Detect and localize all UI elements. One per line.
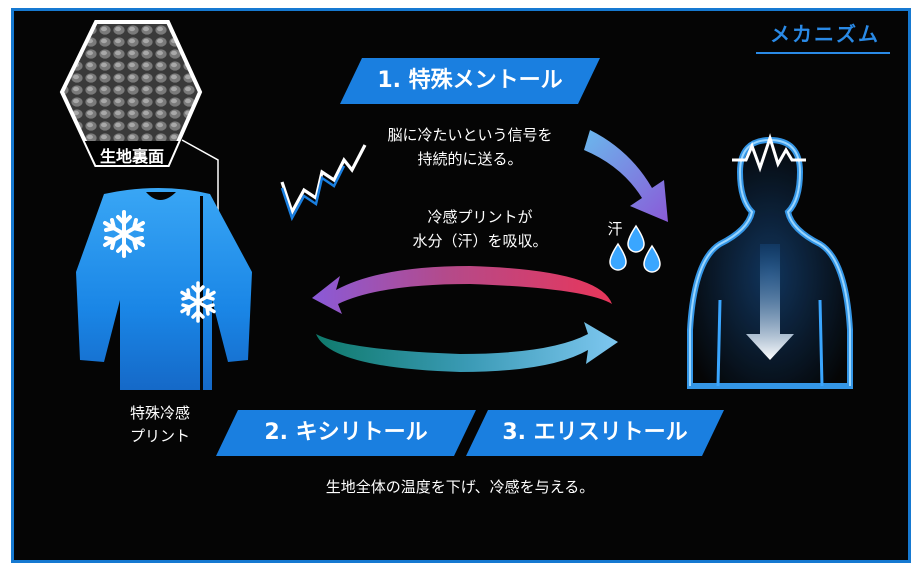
step3-label: 3. エリスリトール [502, 420, 688, 445]
sweat-label: 汗 [607, 220, 623, 238]
signal-arrow [584, 130, 668, 222]
step1-label: 1. 特殊メントール [377, 68, 563, 93]
step1-banner: 1. 特殊メントール [340, 58, 600, 104]
print-label-line2: プリント [129, 427, 190, 445]
shirt [76, 188, 252, 390]
step2-label: 2. キシリトール [264, 420, 428, 445]
fabric-leader-line [181, 139, 219, 222]
cooling-print-desc-line1: 冷感プリントが [427, 208, 533, 226]
step3-banner: 3. エリスリトール [466, 410, 724, 456]
cooling-arrow [316, 322, 618, 372]
signal-zigzag-shadow [280, 165, 346, 222]
step1-banner-shape [340, 58, 600, 104]
step2-banner: 2. キシリトール [216, 410, 476, 456]
snowflake-icon [180, 281, 216, 323]
step1-desc-line2: 持続的に送る。 [417, 150, 523, 168]
human-body [687, 133, 853, 389]
snowflake-icon [103, 210, 145, 258]
print-label-line1: 特殊冷感 [129, 404, 190, 422]
fabric-hexagon [59, 20, 203, 167]
step2-banner-shape [216, 410, 476, 456]
mechanism-title: メカニズム [770, 22, 880, 46]
fabric-label: 生地裏面 [99, 147, 164, 166]
cooling-print-desc-line2: 水分（汗）を吸収。 [412, 232, 548, 250]
signal-zigzag-icon [280, 144, 367, 216]
step1-desc-line1: 脳に冷たいという信号を [387, 126, 553, 144]
footer-text: 生地全体の温度を下げ、冷感を与える。 [325, 478, 595, 496]
water-drop-icon [609, 224, 661, 273]
mechanism-underline [756, 52, 890, 54]
absorb-arrow [312, 266, 612, 314]
step3-banner-shape [466, 410, 724, 456]
